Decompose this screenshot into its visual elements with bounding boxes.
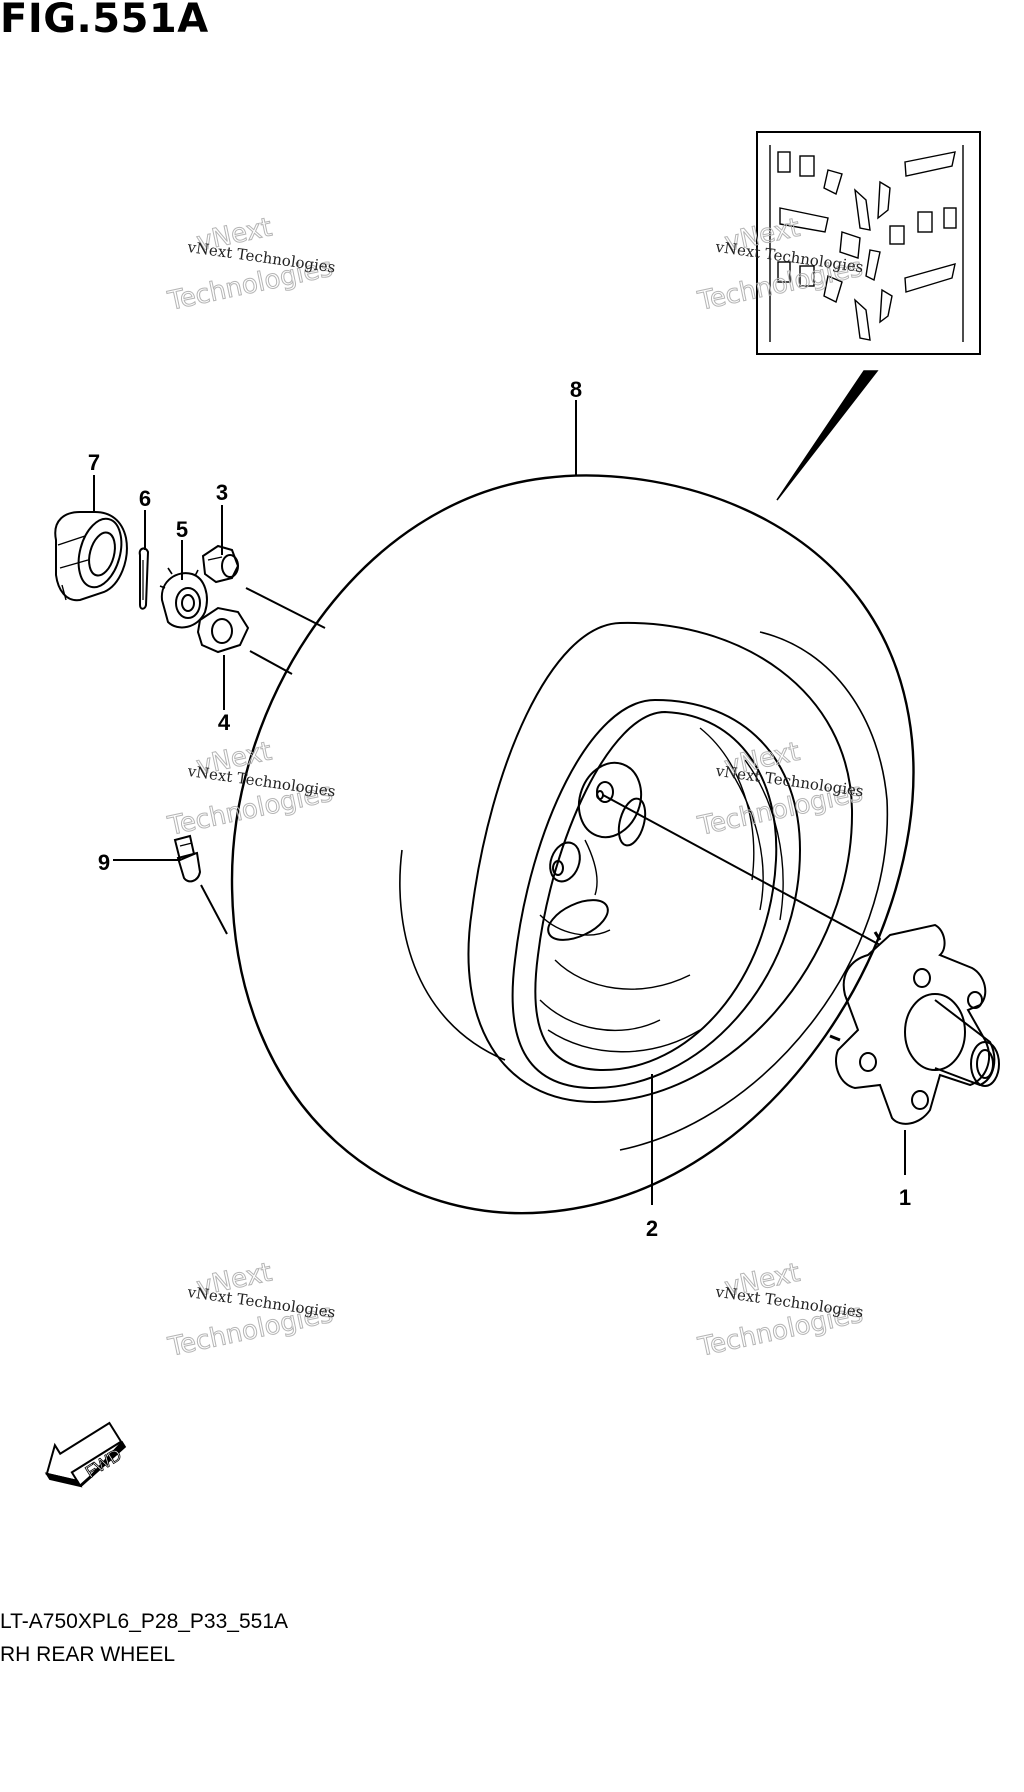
callout-4: 4 [218,710,231,735]
watermark-1: vNext Technologies vNext Technologies [164,212,336,318]
figure-code: LT-A750XPL6_P28_P33_551A [0,1610,289,1633]
callout-9: 9 [98,850,110,875]
watermark-5: vNext Technologies vNext Technologies [164,1257,336,1364]
leader-3 [245,587,326,629]
inset-pointer [776,370,879,501]
hub-cap[interactable] [54,511,128,602]
leader-4 [249,650,293,675]
callout-3: 3 [216,480,228,505]
wheel-rim[interactable] [467,621,854,1104]
callout-2: 2 [646,1216,658,1241]
watermark-4: vNext Technologies vNext Technologies [694,736,866,842]
tire[interactable] [230,474,915,1215]
leader-9b [200,884,228,935]
callout-5: 5 [176,517,188,542]
fwd-arrow [44,1421,127,1488]
lock-washer[interactable] [196,606,250,654]
axle-line [602,794,881,946]
castle-nut[interactable] [159,567,208,629]
cotter-pin[interactable] [138,547,150,610]
watermark-3: vNext Technologies vNext Technologies [164,736,336,843]
callout-8: 8 [570,377,582,402]
wheel-nut[interactable] [201,544,240,584]
callout-7: 7 [88,450,100,475]
tread-detail-inset [756,131,981,355]
callout-6: 6 [139,486,151,511]
wheel-hub[interactable] [829,923,1000,1125]
callout-1: 1 [899,1185,911,1210]
watermark-2: vNext Technologies vNext Technologies [694,212,866,317]
tire-valve[interactable] [173,834,202,883]
figure-description: RH REAR WHEEL [0,1643,176,1666]
figure-title: FIG.551A [0,0,209,42]
watermark-6: vNext Technologies vNext Technologies [694,1257,866,1363]
